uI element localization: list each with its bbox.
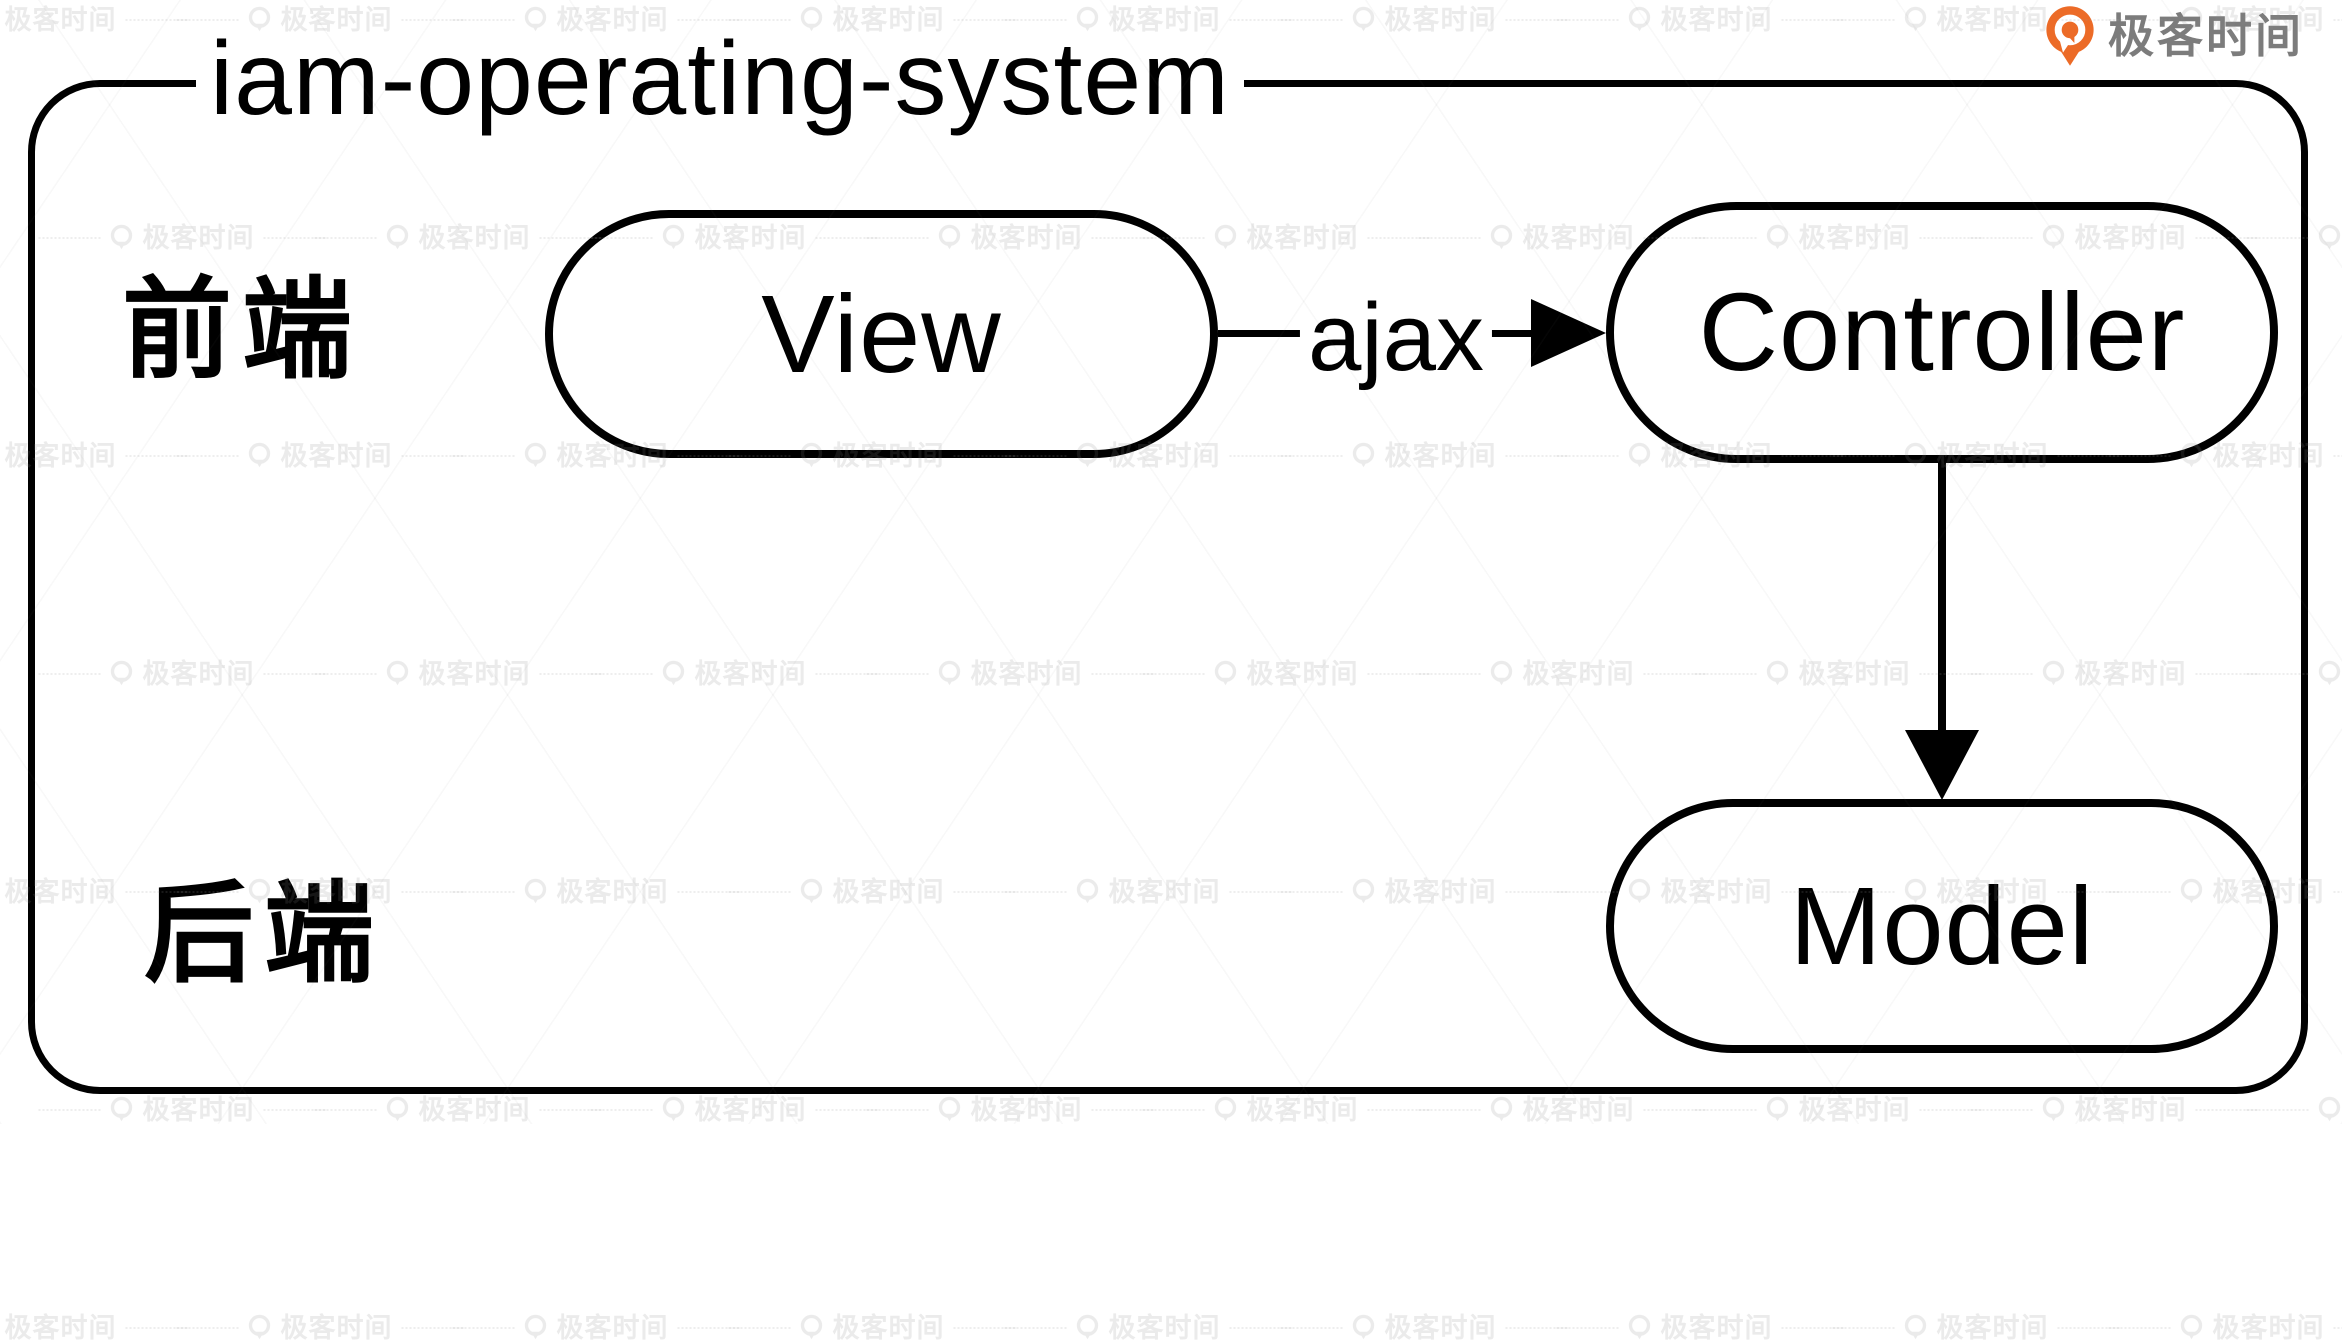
watermark-dotted-line (2334, 1327, 2342, 1329)
watermark-logo-icon (524, 1314, 548, 1342)
node-model: Model (1606, 799, 2278, 1053)
watermark-dotted-line (1005, 1327, 1067, 1329)
watermark-logo-icon (1352, 1314, 1376, 1342)
watermark-logo-icon (248, 1314, 272, 1342)
edge-controller-model-line (1938, 463, 1946, 740)
watermark-item: 极客时间 (0, 1314, 188, 1342)
watermark-dotted-line (453, 1327, 515, 1329)
watermark-text: 极客时间 (1109, 1315, 1221, 1342)
arrowhead-down-icon (1905, 730, 1979, 800)
watermark-item: 极客时间 (2109, 1314, 2342, 1342)
watermark-text: 极客时间 (5, 1315, 117, 1342)
diagram-canvas: iam-operating-system 前端 后端 View Controll… (0, 0, 2342, 1124)
node-view: View (545, 210, 1218, 458)
watermark-text: 极客时间 (1937, 1315, 2049, 1342)
watermark-logo-icon (1076, 1314, 1100, 1342)
watermark-text: 极客时间 (281, 1315, 393, 1342)
watermark-dotted-line (177, 1327, 239, 1329)
watermark-dotted-line (2058, 1327, 2120, 1329)
watermark-dotted-line (729, 1327, 791, 1329)
watermark-dotted-line (402, 1327, 464, 1329)
geektime-pin-icon (2042, 4, 2098, 68)
geektime-logo-text: 极客时间 (2108, 13, 2304, 59)
watermark-text: 极客时间 (1385, 1315, 1497, 1342)
watermark-logo-icon (2180, 1314, 2204, 1342)
watermark-dotted-line (1557, 1327, 1619, 1329)
watermark-item: 极客时间 (1005, 1314, 1292, 1342)
watermark-item: 极客时间 (1557, 1314, 1844, 1342)
watermark-item: 极客时间 (1833, 1314, 2120, 1342)
watermark-item: 极客时间 (453, 1314, 740, 1342)
geektime-logo: 极客时间 (2042, 4, 2304, 68)
arrowhead-right-icon (1531, 299, 1606, 367)
watermark-dotted-line (1782, 1327, 1844, 1329)
watermark-dotted-line (2109, 1327, 2171, 1329)
watermark-text: 极客时间 (1661, 1315, 1773, 1342)
system-title: iam-operating-system (196, 22, 1244, 136)
watermark-item: 极客时间 (1281, 1314, 1568, 1342)
watermark-dotted-line (1281, 1327, 1343, 1329)
node-controller: Controller (1606, 202, 2278, 463)
watermark-item: 极客时间 (729, 1314, 1016, 1342)
backend-region-label: 后端 (144, 880, 384, 990)
watermark-logo-icon (1904, 1314, 1928, 1342)
watermark-dotted-line (954, 1327, 1016, 1329)
watermark-dotted-line (678, 1327, 740, 1329)
watermark-dotted-line (126, 1327, 188, 1329)
watermark-dotted-line (1506, 1327, 1568, 1329)
watermark-text: 极客时间 (2213, 1315, 2325, 1342)
frontend-region-label: 前端 (122, 276, 362, 386)
watermark-logo-icon (800, 1314, 824, 1342)
watermark-item: 极客时间 (177, 1314, 464, 1342)
watermark-text: 极客时间 (833, 1315, 945, 1342)
watermark-dotted-line (1230, 1327, 1292, 1329)
watermark-text: 极客时间 (557, 1315, 669, 1342)
watermark-logo-icon (1628, 1314, 1652, 1342)
edge-ajax-label: ajax (1300, 290, 1492, 386)
watermark-dotted-line (1833, 1327, 1895, 1329)
